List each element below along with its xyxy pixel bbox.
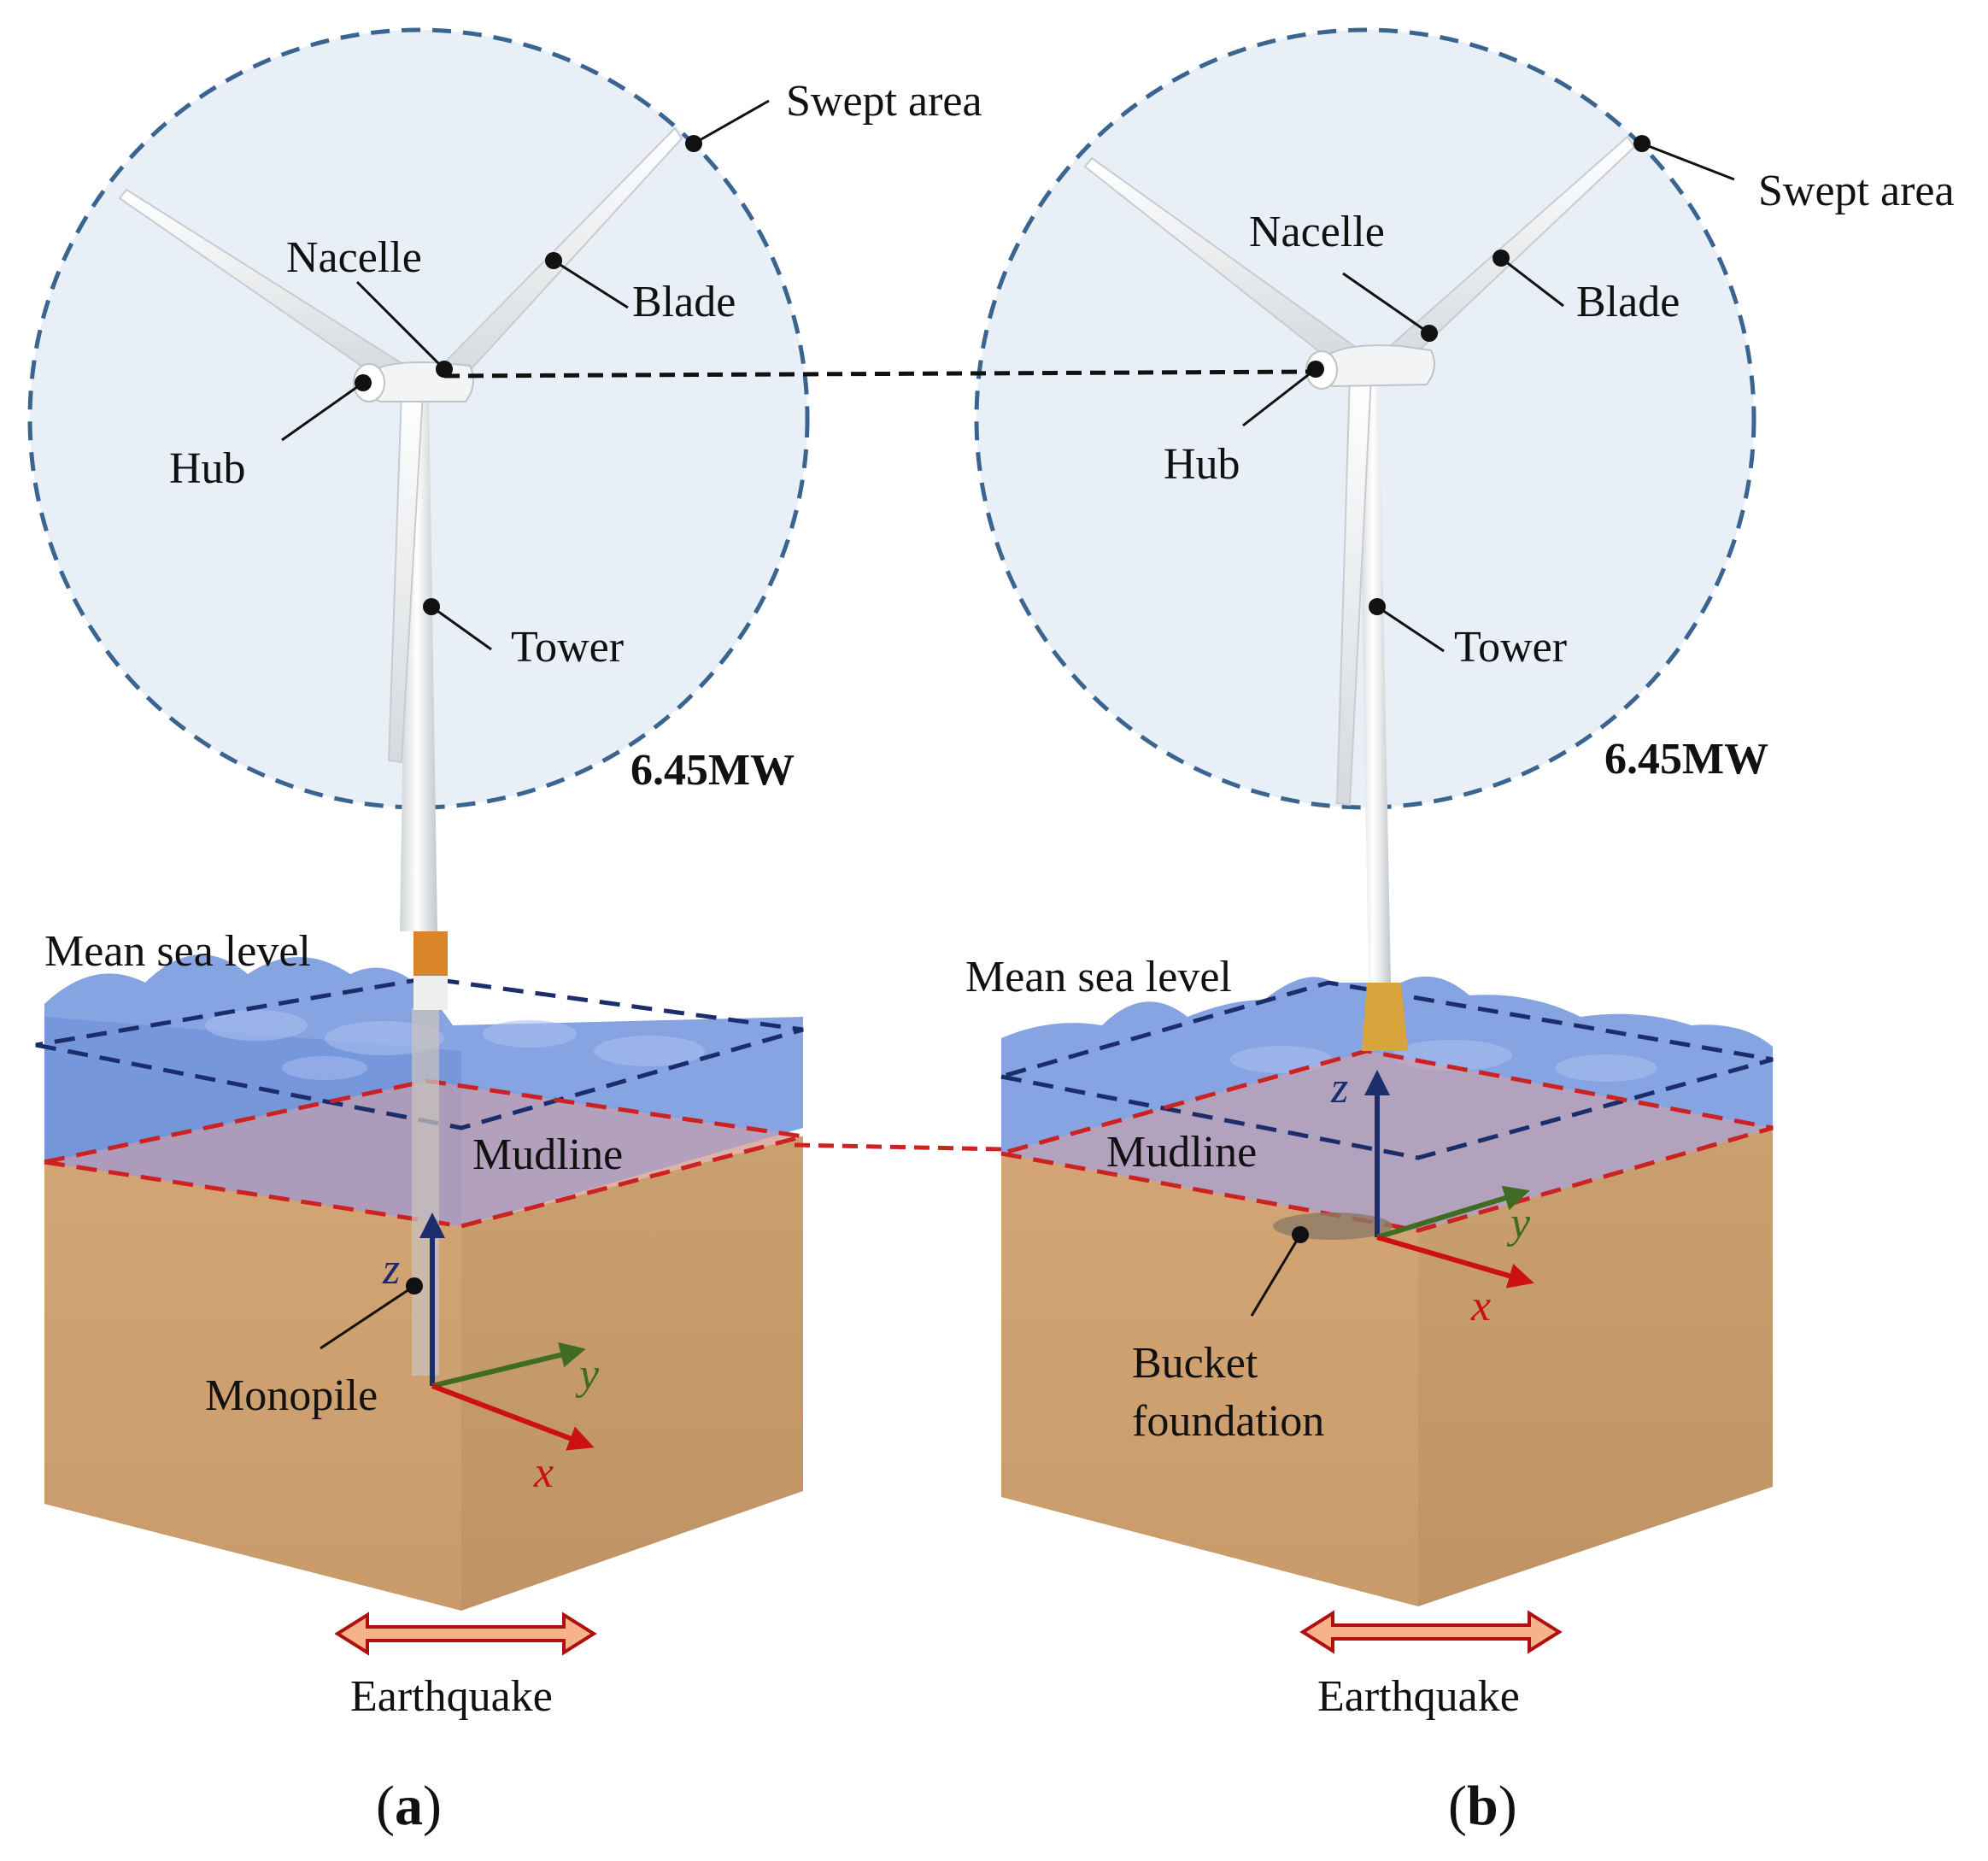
hub-label-b: Hub: [1164, 440, 1240, 489]
tower-label-b: Tower: [1454, 623, 1567, 672]
rating-label-b: 6.45MW: [1604, 735, 1768, 784]
earthquake-label-b: Earthquake: [1317, 1672, 1520, 1721]
mudline-dash-a: [44, 1078, 804, 1229]
earthquake-arrow-b: [1299, 1610, 1563, 1654]
leaders-a: [281, 99, 770, 1350]
blade-label-a: Blade: [632, 278, 736, 326]
mudline-plane-b: [1001, 1051, 1773, 1230]
transition-piece-b: [1362, 983, 1408, 1051]
nacelle-label-b: Nacelle: [1249, 208, 1385, 256]
monopile-label-a: Monopile: [205, 1371, 378, 1420]
sea-level-plane-a: [35, 976, 804, 1130]
axis-y-label-b: y: [1506, 1199, 1531, 1248]
swept-area-label-b: Swept area: [1758, 167, 1955, 215]
transition-piece-a: [413, 931, 448, 976]
panel-b-label: (b): [1448, 1775, 1517, 1837]
nacelle-label-a: Nacelle: [286, 233, 422, 282]
hub-height-connector: [443, 369, 1317, 379]
tower-label-a: Tower: [511, 623, 624, 672]
soil-block-b: [1001, 1128, 1773, 1606]
panel-a-label: (a): [376, 1775, 442, 1837]
leaders-b: [1242, 142, 1735, 1317]
bucket-label-line1: Bucket: [1132, 1339, 1258, 1388]
axis-z-label-b: z: [1330, 1064, 1348, 1112]
tower-b: [1358, 376, 1391, 983]
axis-x-label-a: x: [533, 1448, 554, 1497]
mean-sea-level-label-b: Mean sea level: [965, 953, 1232, 1001]
mudline-dash-b: [1000, 1048, 1774, 1233]
axis-x-label-b: x: [1470, 1282, 1491, 1330]
earthquake-arrow-a: [334, 1611, 597, 1656]
axes-a: [419, 1212, 595, 1451]
bucket-label-line2: foundation: [1132, 1397, 1324, 1446]
hub-label-a: Hub: [169, 444, 246, 493]
axis-y-label-a: y: [575, 1350, 600, 1399]
y-axis-arrow-a: [431, 1342, 586, 1388]
mudline-connector: [794, 1142, 1005, 1152]
axis-z-label-a: z: [382, 1245, 400, 1294]
blade-label-b: Blade: [1576, 278, 1680, 326]
axes-b: [1364, 1070, 1534, 1289]
panel-b: [974, 27, 1774, 1654]
leader-dots-a: [355, 135, 702, 1294]
mudline-label-b: Mudline: [1106, 1128, 1257, 1177]
mean-sea-level-label-a: Mean sea level: [44, 927, 311, 976]
x-axis-arrow-a: [431, 1383, 595, 1451]
earthquake-label-a: Earthquake: [350, 1672, 553, 1721]
monopile-a: [412, 1008, 439, 1376]
panel-a: [27, 27, 810, 1656]
x-axis-arrow-b: [1376, 1235, 1534, 1289]
rating-label-a: 6.45MW: [630, 746, 795, 795]
swept-area-label-a: Swept area: [786, 77, 982, 126]
sea-level-plane-b: [1000, 980, 1774, 1160]
mudline-label-a: Mudline: [472, 1130, 623, 1179]
y-axis-arrow-b: [1376, 1185, 1530, 1240]
